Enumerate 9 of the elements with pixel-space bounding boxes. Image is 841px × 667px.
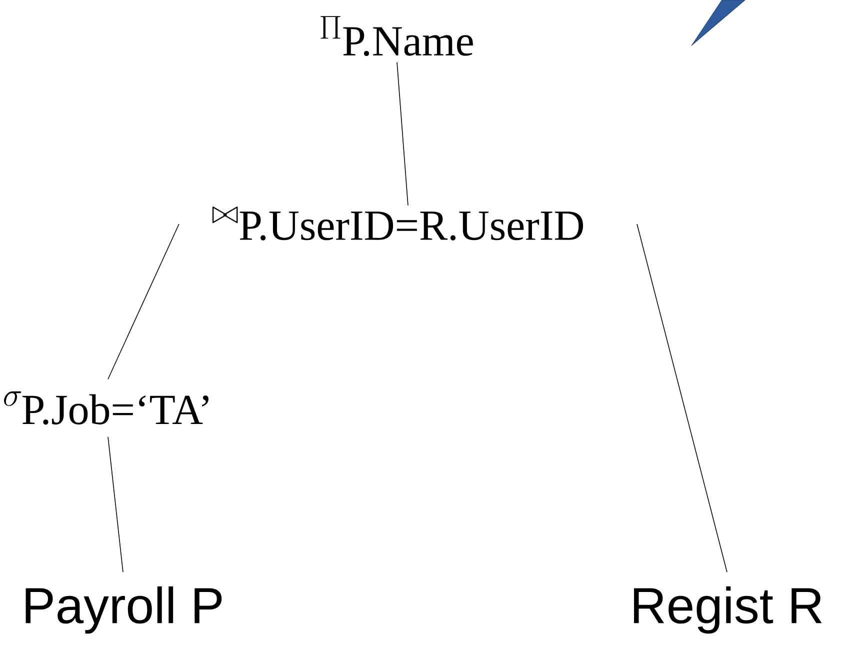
tree-edge bbox=[108, 436, 124, 573]
tree-edge bbox=[636, 224, 728, 573]
relation-label: Payroll P bbox=[26, 586, 222, 634]
tree-edge bbox=[108, 224, 180, 380]
operator-label: $\bowtie_{\text{P.UserID=R.UserID}}$ bbox=[212, 206, 583, 240]
operator-label: $\Pi_{\text{P.Name}}$ bbox=[320, 16, 473, 56]
operator-label: $\sigma_{\text{P.Job=‘TA’}}$ bbox=[4, 391, 208, 425]
tree-edge bbox=[396, 62, 408, 206]
relation-label: Regist R bbox=[634, 586, 822, 634]
